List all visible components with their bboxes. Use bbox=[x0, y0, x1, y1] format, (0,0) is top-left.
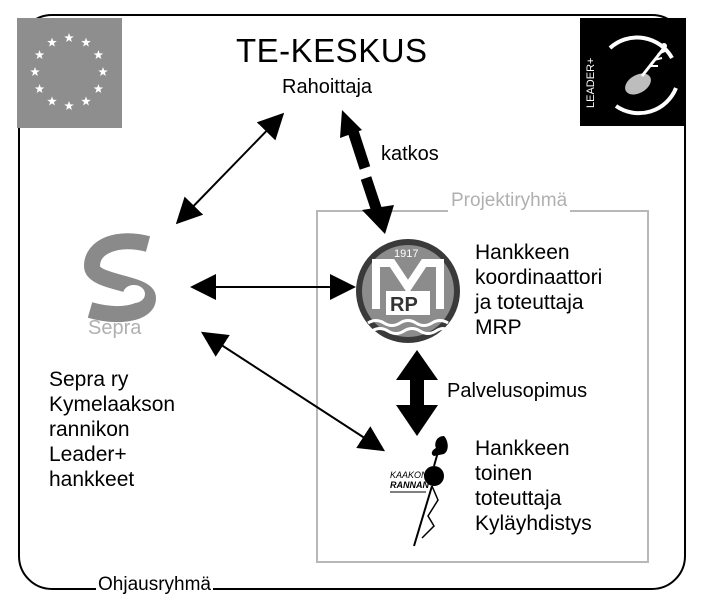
page-subtitle: Rahoittaja bbox=[282, 76, 373, 98]
ohjausryhma-frame bbox=[18, 14, 686, 590]
mrp-description: Hankkeen koordinaattori ja toteuttaja MR… bbox=[475, 240, 602, 340]
kyla-logo-line1: KAAKON bbox=[390, 470, 428, 480]
mrp-line: koordinaattori bbox=[475, 266, 603, 289]
leader-logo-text: LEADER+ bbox=[585, 58, 597, 108]
sepra-line: Leader+ bbox=[49, 443, 127, 466]
leader-plus-icon: LEADER+ bbox=[580, 18, 686, 126]
mrp-line: ja toteuttaja bbox=[475, 291, 584, 314]
palvelusopimus-label: Palvelusopimus bbox=[447, 380, 588, 402]
mrp-line: Hankkeen bbox=[475, 241, 570, 264]
kyla-line: Hankkeen bbox=[475, 437, 570, 460]
sepra-description: Sepra ry Kymelaakson rannikon Leader+ ha… bbox=[49, 367, 175, 492]
sepra-logo-text: Sepra bbox=[88, 317, 142, 339]
sepra-line: Kymelaakson bbox=[49, 393, 176, 416]
arrow-palvelusopimus bbox=[396, 350, 438, 436]
kyla-line: Kyläyhdistys bbox=[475, 512, 592, 535]
sepra-logo-icon: Sepra bbox=[78, 232, 174, 342]
sepra-line: Sepra ry bbox=[49, 368, 129, 391]
eu-star bbox=[34, 50, 45, 59]
eu-star bbox=[34, 84, 45, 93]
projektiryhma-label: Projektiryhmä bbox=[448, 190, 571, 212]
kyla-logo-line2: RANNAN bbox=[390, 480, 429, 490]
eu-star bbox=[81, 37, 91, 47]
mrp-logo-letters: RP bbox=[390, 294, 418, 316]
eu-star bbox=[93, 50, 104, 59]
arrow-te-sepra bbox=[175, 112, 285, 225]
eu-star bbox=[81, 96, 91, 106]
mrp-logo-icon: RP 1917 bbox=[354, 237, 462, 345]
arrow-katkos bbox=[340, 110, 394, 234]
sepra-line: hankkeet bbox=[49, 468, 135, 491]
kyla-line: toteuttaja bbox=[475, 487, 562, 510]
kyla-description: Hankkeen toinen toteuttaja Kyläyhdistys bbox=[475, 436, 592, 536]
eu-star bbox=[64, 101, 74, 110]
eu-star bbox=[64, 33, 74, 42]
mrp-line: MRP bbox=[475, 316, 522, 339]
page-title: TE-KESKUS bbox=[236, 32, 428, 69]
eu-star bbox=[93, 84, 104, 93]
kyla-line: toinen bbox=[475, 462, 533, 485]
eu-flag-icon bbox=[17, 18, 122, 128]
sepra-line: rannikon bbox=[49, 418, 130, 441]
arrow-sepra-kyla bbox=[200, 331, 386, 452]
eu-star bbox=[47, 96, 57, 106]
katkos-label: katkos bbox=[381, 143, 439, 165]
ohjausryhma-label: Ohjausryhmä bbox=[96, 574, 213, 596]
eu-star bbox=[98, 67, 108, 76]
mrp-logo-year: 1917 bbox=[394, 248, 418, 260]
eu-star bbox=[30, 67, 40, 76]
kylayhdistys-logo-icon: KAAKON RANNAN bbox=[388, 430, 468, 548]
eu-star bbox=[47, 37, 57, 47]
